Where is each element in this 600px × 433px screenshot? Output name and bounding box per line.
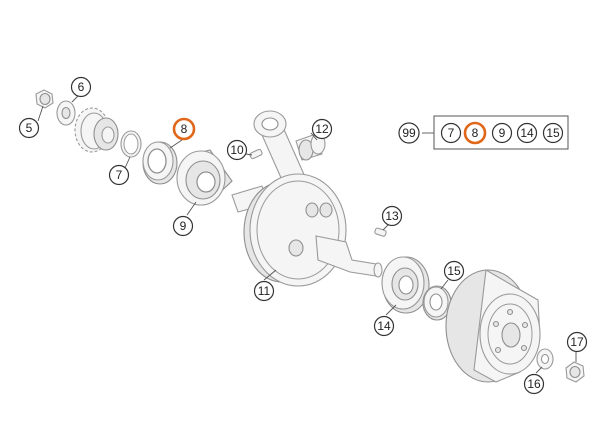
part-9-bearing (176, 149, 233, 206)
part-15-oil-seal (422, 285, 452, 321)
callout-6[interactable]: 6 (70, 76, 92, 98)
svg-text:9: 9 (499, 126, 506, 140)
callout-9[interactable]: 9 (172, 215, 194, 237)
svg-text:10: 10 (230, 143, 244, 157)
part-16-washer (536, 348, 554, 370)
callout-12[interactable]: 12 (311, 118, 333, 140)
svg-text:12: 12 (315, 122, 329, 136)
callout-17[interactable]: 17 (566, 331, 588, 353)
svg-text:15: 15 (546, 126, 560, 140)
part-14-bearing (381, 256, 430, 314)
part-gear (74, 107, 119, 153)
callout-11[interactable]: 11 (253, 280, 275, 302)
svg-text:16: 16 (527, 377, 541, 391)
svg-text:5: 5 (26, 121, 33, 135)
svg-text:14: 14 (520, 126, 534, 140)
svg-text:8: 8 (472, 126, 479, 140)
part-8-oil-seal (142, 141, 178, 185)
part-17-nut (565, 361, 585, 383)
callout-5[interactable]: 5 (18, 117, 40, 139)
kit-callout-99[interactable]: 99 (398, 122, 420, 144)
kit-item-15[interactable]: 15 (542, 122, 564, 144)
svg-text:14: 14 (377, 319, 391, 333)
part-6-washer (56, 100, 76, 126)
svg-text:7: 7 (448, 126, 455, 140)
callout-14[interactable]: 14 (373, 315, 395, 337)
part-rotor (445, 269, 541, 383)
kit-item-14[interactable]: 14 (516, 122, 538, 144)
svg-text:13: 13 (385, 209, 399, 223)
callout-13[interactable]: 13 (381, 205, 403, 227)
part-13-key (374, 227, 387, 237)
part-5-nut (35, 89, 54, 109)
leader-lines (37, 94, 577, 374)
svg-text:15: 15 (447, 264, 461, 278)
svg-text:9: 9 (180, 219, 187, 233)
svg-text:8: 8 (181, 122, 188, 136)
callout-10[interactable]: 10 (226, 139, 248, 161)
kit-item-9[interactable]: 9 (491, 122, 513, 144)
callout-7[interactable]: 7 (108, 164, 130, 186)
svg-text:17: 17 (570, 335, 584, 349)
svg-text:7: 7 (116, 168, 123, 182)
svg-text:6: 6 (78, 80, 85, 94)
part-11-crankshaft (231, 110, 383, 287)
part-10-pin (249, 148, 263, 160)
callout-8[interactable]: 8 (172, 117, 196, 141)
callout-16[interactable]: 16 (523, 373, 545, 395)
part-7-ring (120, 130, 142, 158)
kit-item-8[interactable]: 8 (463, 121, 487, 145)
svg-text:11: 11 (258, 284, 271, 298)
kit-item-7[interactable]: 7 (440, 122, 462, 144)
callout-15[interactable]: 15 (443, 260, 465, 282)
svg-text:99: 99 (402, 126, 416, 140)
